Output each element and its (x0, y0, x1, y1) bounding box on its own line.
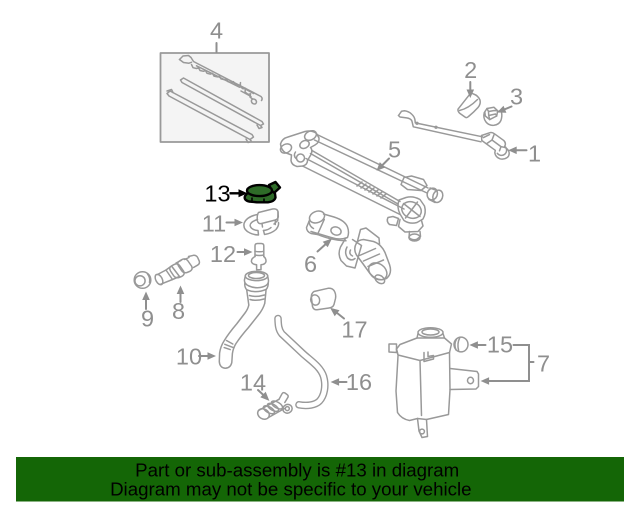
svg-text:10: 10 (176, 344, 202, 370)
svg-text:7: 7 (537, 351, 550, 377)
svg-text:11: 11 (202, 211, 226, 237)
svg-text:14: 14 (240, 370, 266, 396)
svg-text:Part or sub-assembly is #13 in: Part or sub-assembly is #13 in diagram (135, 459, 459, 480)
svg-text:13: 13 (204, 181, 230, 207)
svg-text:12: 12 (210, 241, 236, 267)
svg-text:8: 8 (172, 298, 185, 324)
svg-text:2: 2 (464, 57, 477, 83)
svg-text:1: 1 (528, 141, 541, 167)
svg-text:16: 16 (346, 369, 372, 395)
svg-text:17: 17 (341, 317, 367, 343)
svg-text:5: 5 (388, 137, 401, 163)
svg-text:15: 15 (487, 332, 513, 358)
svg-text:3: 3 (510, 84, 523, 110)
svg-text:4: 4 (210, 18, 223, 44)
svg-text:Diagram may not be specific to: Diagram may not be specific to your vehi… (110, 479, 471, 500)
svg-text:9: 9 (141, 306, 154, 332)
svg-text:6: 6 (304, 251, 317, 277)
